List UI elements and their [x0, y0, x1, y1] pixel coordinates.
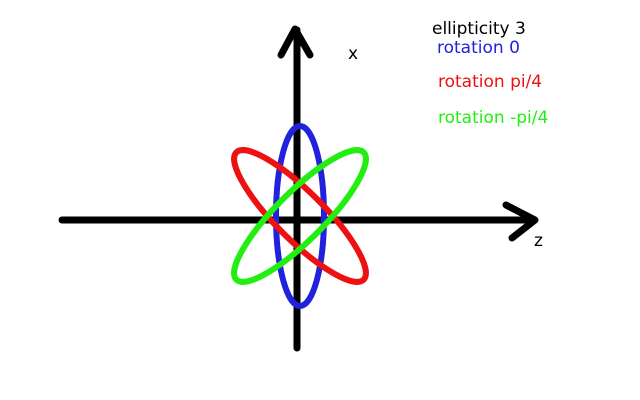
- vertical-axis-label: x: [348, 44, 359, 64]
- ellipse-rotation-pi-4: [231, 147, 369, 285]
- vertical-axis-arrowhead: [277, 25, 314, 59]
- legend-entry-rotation-minus-pi-4: rotation -pi/4: [438, 108, 549, 128]
- horizontal-axis-arrowhead: [502, 201, 539, 242]
- legend-entry-rotation-pi-4: rotation pi/4: [438, 72, 543, 92]
- legend-heading: ellipticity 3: [432, 19, 526, 39]
- ellipse-rotation-pi-4: [231, 147, 369, 285]
- legend-entry-rotation-0: rotation 0: [437, 38, 520, 58]
- ellipse-group: [231, 123, 369, 309]
- ellipse-rotation-0: [273, 123, 327, 309]
- horizontal-axis-label: z: [534, 231, 543, 251]
